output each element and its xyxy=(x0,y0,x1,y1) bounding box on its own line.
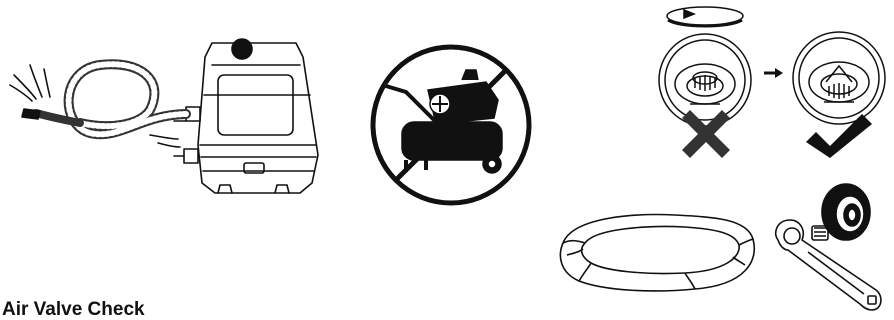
valve-incorrect-icon xyxy=(640,0,770,160)
air-pump-illustration xyxy=(0,25,330,205)
valve-wrench-icon xyxy=(764,178,892,320)
arrow-right xyxy=(762,66,786,80)
section-caption: Air Valve Check xyxy=(2,300,145,320)
valve-correct-illustration xyxy=(786,20,892,160)
no-air-compressor-icon xyxy=(366,40,536,210)
no-compressor-illustration xyxy=(366,40,536,210)
wrench-illustration xyxy=(764,178,892,320)
arrow-right-icon xyxy=(762,66,786,80)
valve-incorrect-illustration xyxy=(640,0,770,160)
mattress-cover-icon xyxy=(555,205,760,295)
air-pump-icon xyxy=(0,25,330,205)
cover-illustration xyxy=(555,205,760,295)
valve-correct-icon xyxy=(786,20,892,160)
